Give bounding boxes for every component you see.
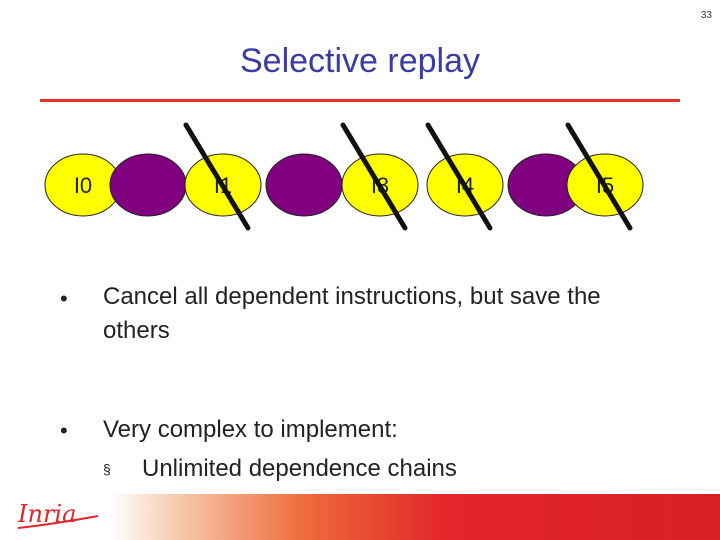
page-number: 33 xyxy=(700,10,712,21)
dependent-node xyxy=(109,153,187,217)
replay-diagram: I0I1I3I4I5 xyxy=(44,122,644,231)
cancel-strike xyxy=(183,122,251,231)
title-rule xyxy=(40,99,680,102)
sub-bullet-text-chains: Unlimited dependence chains xyxy=(142,455,457,482)
dependent-node xyxy=(265,153,343,217)
bullet-marker: • xyxy=(60,286,68,311)
slide-title: Selective replay xyxy=(239,42,480,80)
bullet-text-cancel-line2: others xyxy=(103,317,170,344)
instruction-label: I0 xyxy=(74,173,92,198)
cancel-strike xyxy=(565,122,633,231)
sub-bullet-marker: § xyxy=(103,461,111,477)
footer-bar xyxy=(110,494,720,540)
inria-logo: Inria xyxy=(17,500,99,529)
bullet-text-complexity: Very complex to implement: xyxy=(103,416,398,443)
cancel-strike xyxy=(340,122,408,231)
cancel-strike xyxy=(425,122,493,231)
svg-text:Inria: Inria xyxy=(17,500,76,528)
bullet-text-cancel-line1: Cancel all dependent instructions, but s… xyxy=(103,283,601,310)
bullet-marker: • xyxy=(60,418,68,443)
